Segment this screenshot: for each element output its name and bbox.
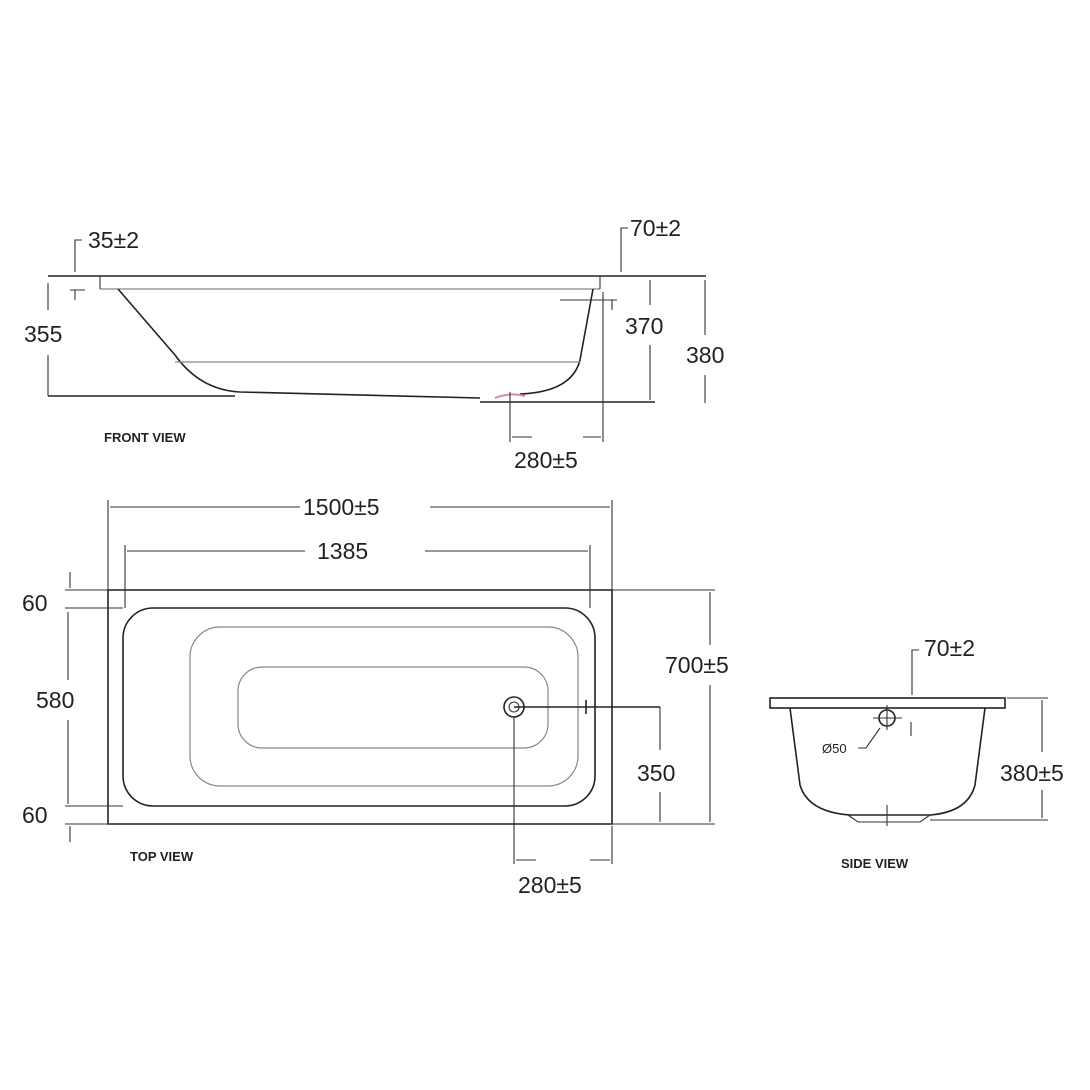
dim-inner-length: 1385 xyxy=(317,538,368,564)
dim-rim-right: 70±2 xyxy=(630,215,681,241)
dim-width: 700±5 xyxy=(665,652,729,678)
dim-rim-top: 60 xyxy=(22,590,48,616)
dim-length: 1500±5 xyxy=(303,494,380,520)
dim-drain-x: 280±5 xyxy=(518,872,582,898)
front-view-label: FRONT VIEW xyxy=(104,430,186,445)
dim-inner-width: 580 xyxy=(36,687,74,713)
dim-drain-y: 350 xyxy=(637,760,675,786)
dim-height-left: 355 xyxy=(24,321,62,347)
side-view-label: SIDE VIEW xyxy=(841,856,909,871)
basin-center xyxy=(237,666,549,749)
dim-rim-bottom: 60 xyxy=(22,802,48,828)
dim-side-height: 380±5 xyxy=(1000,760,1064,786)
top-view: 1500±5 1385 60 580 60 700±5 350 280±5 TO… xyxy=(22,494,729,898)
side-view: Ø50 70±2 380±5 SIDE VIEW xyxy=(769,635,1064,871)
dim-rim-left: 35±2 xyxy=(88,227,139,253)
dim-height-total: 380 xyxy=(686,342,724,368)
top-view-label: TOP VIEW xyxy=(130,849,194,864)
dim-drain-offset: 280±5 xyxy=(514,447,578,473)
tub-body-outline xyxy=(117,288,594,399)
dim-overflow-diameter: Ø50 xyxy=(822,741,847,756)
dim-height-inner: 370 xyxy=(625,313,663,339)
dim-side-rim: 70±2 xyxy=(924,635,975,661)
side-bowl-outline xyxy=(789,707,986,816)
front-view: 35±2 70±2 355 370 380 280±5 FRONT VIEW xyxy=(24,215,724,473)
